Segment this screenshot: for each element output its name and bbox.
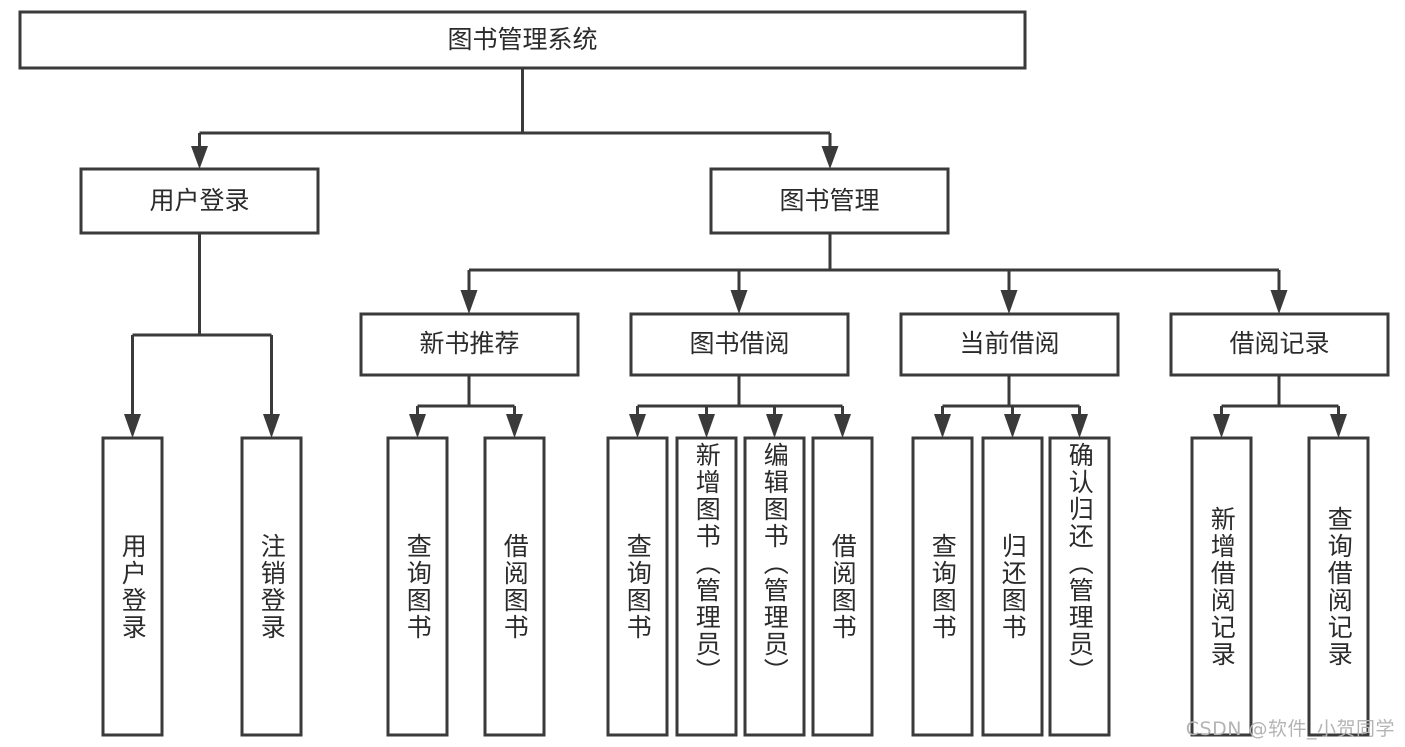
- leaf-bb-query-book[interactable]: [606, 436, 669, 737]
- arrowhead-borrow-record: [1270, 290, 1288, 314]
- node-current-borrow[interactable]: [899, 312, 1120, 377]
- arrowhead-book-borrow: [730, 290, 748, 314]
- node-borrow-record-label: 借阅记录: [1229, 329, 1329, 358]
- arrowhead-br-query: [1330, 414, 1347, 438]
- leaf-bb-add-book[interactable]: [675, 436, 738, 737]
- arrowhead-bb-borrow: [834, 414, 851, 438]
- leaf-br-add-record[interactable]: [1190, 436, 1253, 737]
- node-user-login[interactable]: [79, 167, 320, 235]
- arrowhead-leaf-user-login: [124, 414, 141, 438]
- leaf-logout[interactable]: [240, 436, 303, 737]
- node-book-manage[interactable]: [709, 167, 950, 235]
- node-book-borrow[interactable]: [629, 312, 850, 377]
- leaf-user-login[interactable]: [101, 436, 164, 737]
- leaf-bb-edit-book[interactable]: [743, 436, 806, 737]
- arrowhead-cb-query: [934, 414, 951, 438]
- arrowhead-nb-borrow: [506, 414, 523, 438]
- arrowhead-book-manage: [821, 146, 839, 169]
- leaf-nb-borrow-book[interactable]: [483, 436, 546, 737]
- arrowhead-cb-confirm: [1071, 414, 1088, 438]
- arrowhead-leaf-logout: [263, 414, 280, 438]
- node-book-manage-label: 图书管理: [779, 186, 879, 215]
- arrowhead-nb-query: [409, 414, 426, 438]
- arrowhead-cb-return: [1004, 414, 1021, 438]
- arrowhead-current-borrow: [1000, 290, 1018, 314]
- connectors-layer: [124, 68, 1347, 438]
- csdn-watermark: CSDN @软件_小贺同学: [1185, 718, 1395, 740]
- leaf-nb-query-book[interactable]: [386, 436, 449, 737]
- node-root[interactable]: [18, 10, 1027, 70]
- arrowhead-new-book: [460, 290, 478, 314]
- arrowhead-bb-add: [698, 414, 715, 438]
- leaf-br-query-record[interactable]: [1307, 436, 1370, 737]
- leaf-bb-borrow-book[interactable]: [811, 436, 874, 737]
- nodes-layer: 图书管理系统 用户登录 图书管理 新书推荐 图书借阅 当前借阅 借阅记录: [18, 10, 1390, 737]
- leaf-cb-query-book[interactable]: [911, 436, 974, 737]
- node-root-label: 图书管理系统: [447, 25, 597, 54]
- node-new-book-recommend[interactable]: [359, 312, 580, 377]
- arrowhead-br-add: [1213, 414, 1230, 438]
- node-book-borrow-label: 图书借阅: [689, 329, 789, 358]
- node-borrow-record[interactable]: [1169, 312, 1390, 377]
- arrowhead-bb-query: [629, 414, 646, 438]
- node-current-borrow-label: 当前借阅: [959, 329, 1059, 358]
- node-user-login-label: 用户登录: [149, 186, 249, 215]
- leaf-cb-confirm-return[interactable]: [1048, 436, 1111, 737]
- node-new-book-recommend-label: 新书推荐: [419, 329, 519, 358]
- arrowhead-user-login: [191, 146, 208, 169]
- leaf-cb-return-book[interactable]: [981, 436, 1044, 737]
- arrowhead-bb-edit: [766, 414, 783, 438]
